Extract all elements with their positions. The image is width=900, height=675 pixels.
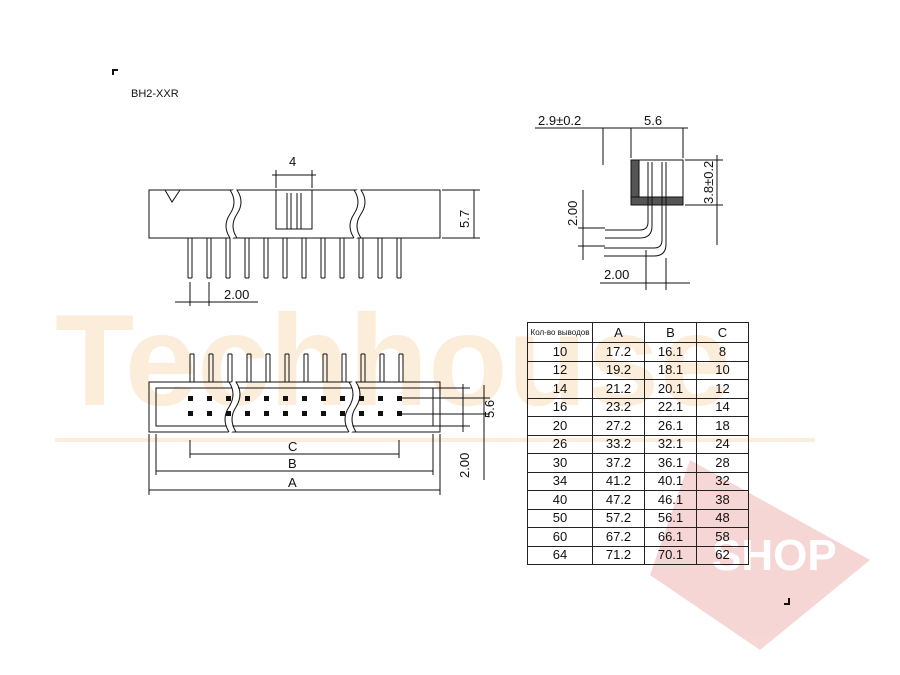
table-header-row: Кол-во выводов A B C — [527, 322, 749, 343]
table-header-pins: Кол-во выводов — [527, 322, 593, 343]
table-cell: 37.2 — [592, 453, 645, 473]
table-cell: 8 — [696, 342, 749, 362]
table-cell: 12 — [527, 360, 593, 380]
top-dim-c: C — [288, 439, 297, 454]
side-view — [535, 127, 723, 290]
table-cell: 41.2 — [592, 471, 645, 491]
table-cell: 30 — [527, 453, 593, 473]
table-cell: 10 — [696, 360, 749, 380]
table-cell: 66.1 — [644, 527, 697, 547]
top-dim-a: A — [288, 475, 297, 490]
table-cell: 21.2 — [592, 379, 645, 399]
table-cell: 70.1 — [644, 545, 697, 565]
table-cell: 20 — [527, 416, 593, 436]
table-cell: 32 — [696, 471, 749, 491]
table-cell: 12 — [696, 379, 749, 399]
table-cell: 71.2 — [592, 545, 645, 565]
table-cell: 40 — [527, 490, 593, 510]
table-cell: 46.1 — [644, 490, 697, 510]
front-dim-height: 5.7 — [457, 210, 472, 228]
top-dim-b: B — [288, 456, 297, 471]
top-dim-pitch: 2.00 — [457, 453, 472, 478]
table-cell: 18.1 — [644, 360, 697, 380]
top-dim-height: 5.6 — [482, 400, 497, 418]
table-cell: 38 — [696, 490, 749, 510]
table-cell: 33.2 — [592, 434, 645, 454]
top-view — [148, 353, 490, 495]
table-cell: 16 — [527, 397, 593, 417]
table-cell: 24 — [696, 434, 749, 454]
table-cell: 16.1 — [644, 342, 697, 362]
table-cell: 28 — [696, 453, 749, 473]
table-cell: 48 — [696, 508, 749, 528]
table-cell: 50 — [527, 508, 593, 528]
table-cell: 57.2 — [592, 508, 645, 528]
table-cell: 18 — [696, 416, 749, 436]
table-cell: 14 — [527, 379, 593, 399]
table-cell: 67.2 — [592, 527, 645, 547]
table-cell: 47.2 — [592, 490, 645, 510]
front-body — [148, 189, 441, 239]
table-cell: 36.1 — [644, 453, 697, 473]
table-cell: 10 — [527, 342, 593, 362]
table-cell: 26 — [527, 434, 593, 454]
front-dim-top: 4 — [289, 154, 296, 169]
table-cell: 58 — [696, 527, 749, 547]
table-header-a: A — [592, 322, 645, 343]
table-cell: 34 — [527, 471, 593, 491]
front-dim-pitch: 2.00 — [224, 287, 249, 302]
corner-mark-bottom — [784, 598, 790, 605]
table-cell: 22.1 — [644, 397, 697, 417]
table-cell: 40.1 — [644, 471, 697, 491]
table-header-b: B — [644, 322, 697, 343]
drawing-title: BH2-XXR — [131, 88, 179, 100]
side-dim-bottom: 2.00 — [604, 267, 629, 282]
table-cell: 14 — [696, 397, 749, 417]
table-cell: 64 — [527, 545, 593, 565]
side-dim-left: 2.00 — [565, 201, 580, 226]
table-cell: 27.2 — [592, 416, 645, 436]
front-pins — [187, 238, 402, 279]
table-cell: 20.1 — [644, 379, 697, 399]
table-header-c: C — [696, 322, 749, 343]
table-cell: 32.1 — [644, 434, 697, 454]
side-dim-offset: 2.9±0.2 — [538, 113, 581, 128]
corner-mark-top — [112, 69, 118, 75]
table-cell: 60 — [527, 527, 593, 547]
table-cell: 62 — [696, 545, 749, 565]
table-cell: 17.2 — [592, 342, 645, 362]
side-dim-width: 5.6 — [644, 113, 662, 128]
key-triangle — [164, 189, 181, 203]
top-view-holes — [188, 396, 402, 416]
table-cell: 23.2 — [592, 397, 645, 417]
table-cell: 26.1 — [644, 416, 697, 436]
table-cell: 19.2 — [592, 360, 645, 380]
table-cell: 56.1 — [644, 508, 697, 528]
front-view — [148, 170, 480, 306]
side-dim-height: 3.8±0.2 — [701, 161, 716, 204]
